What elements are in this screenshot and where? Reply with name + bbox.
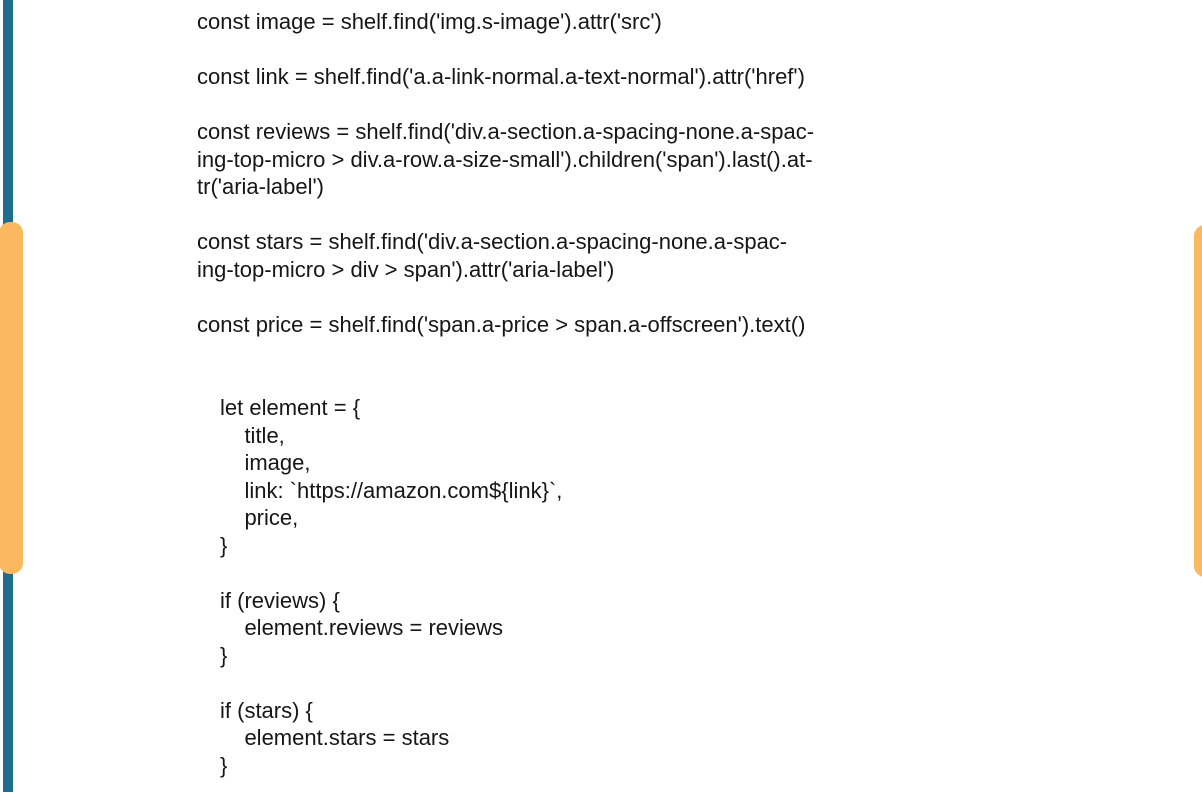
code-block-element-object: let element = { title, image, link: `htt… [220,394,562,779]
code-line: link: `https://amazon.com${link}`, [220,477,563,503]
code-line [220,559,562,587]
code-line [197,91,814,119]
code-line: if (reviews) { [220,587,340,613]
code-line [220,669,562,697]
code-line: } [220,642,228,668]
code-block-selectors: const image = shelf.find('img.s-image').… [197,8,814,338]
code-line: element.stars = stars [220,725,450,750]
code-line: element.reviews = reviews [220,615,504,640]
code-line: const link = shelf.find('a.a-link-normal… [197,64,805,89]
left-orange-accent-bar [0,222,23,574]
code-line: } [220,532,228,558]
code-line: const image = shelf.find('img.s-image').… [197,9,662,34]
code-line [197,36,814,64]
code-line: ing-top-micro > div > span').attr('aria-… [197,256,615,282]
code-line: image, [220,450,311,475]
code-line [197,283,814,311]
code-line [197,201,814,229]
right-orange-accent-bar [1194,225,1202,577]
code-line: const reviews = shelf.find('div.a-sectio… [197,119,815,144]
code-line: } [220,752,228,778]
code-line: let element = { [220,395,361,420]
code-line: if (stars) { [220,697,313,723]
code-line: const price = shelf.find('span.a-price >… [197,311,806,337]
code-line: price, [220,505,299,530]
code-line: ing-top-micro > div.a-row.a-size-small')… [197,146,813,172]
code-line: tr('aria-label') [197,174,324,199]
code-line: title, [220,422,285,448]
code-line: const stars = shelf.find('div.a-section.… [197,229,788,254]
